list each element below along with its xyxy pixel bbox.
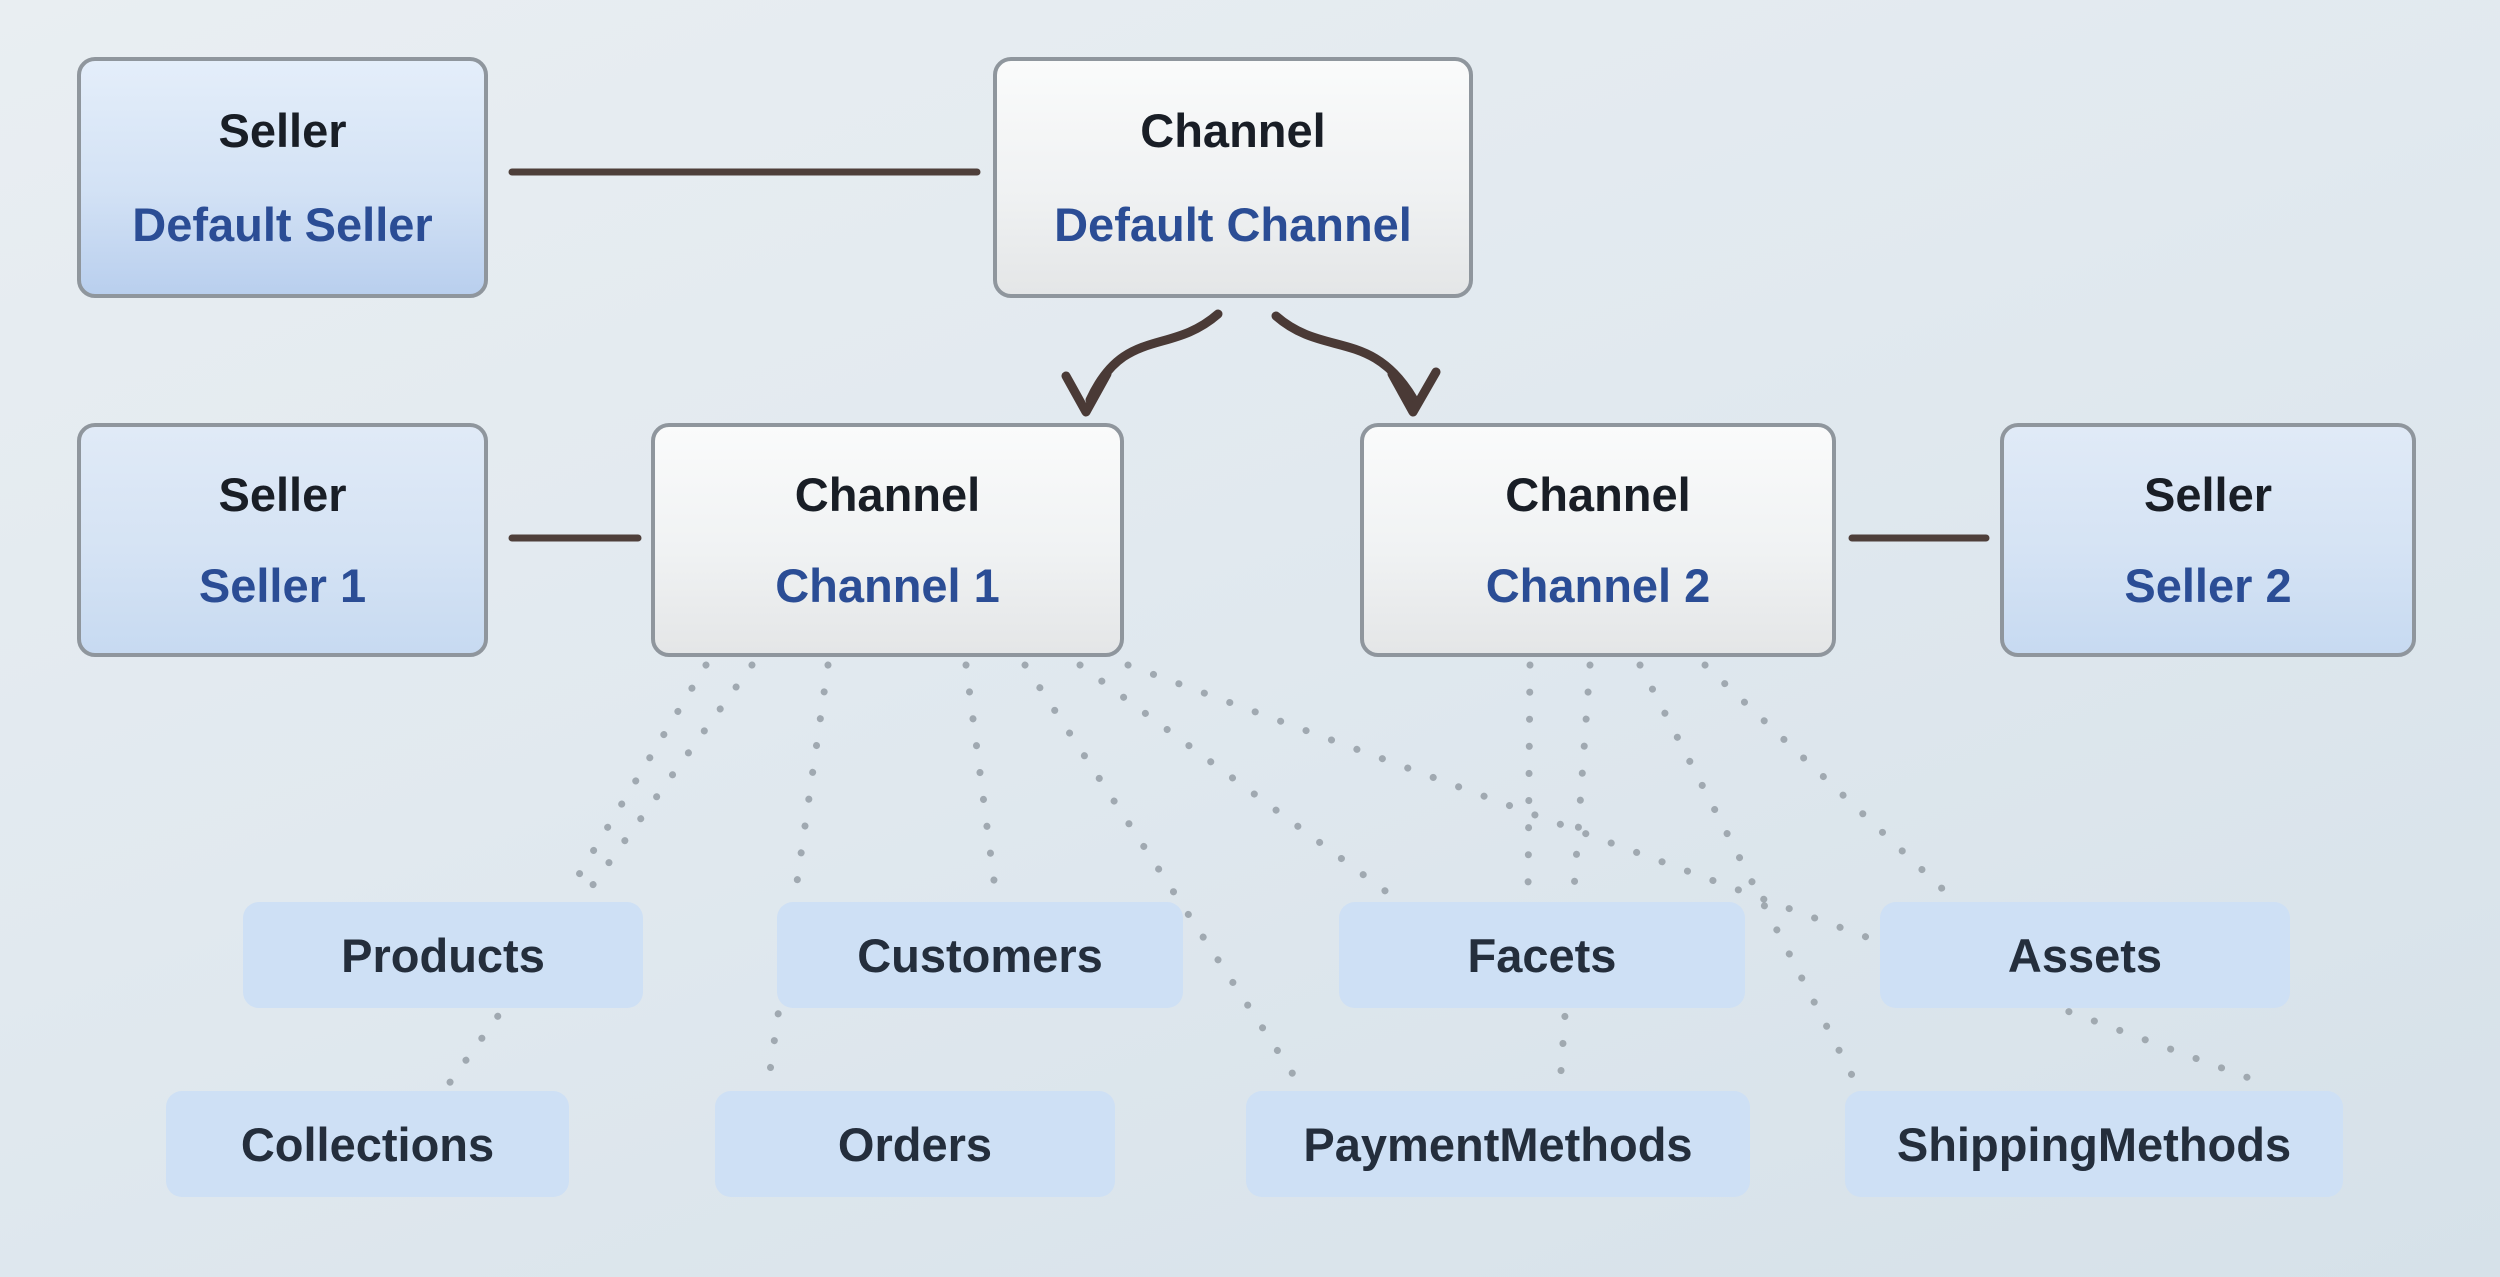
- node-name-label: Default Channel: [1054, 197, 1412, 251]
- entity-assets: Assets: [1880, 902, 2290, 1008]
- dotted-channel1-shippingmethods: [1124, 661, 2272, 1089]
- entity-products: Products: [243, 902, 643, 1008]
- entity-payment-methods: PaymentMethods: [1246, 1091, 1750, 1197]
- node-channel-1: Channel Channel 1: [651, 423, 1124, 657]
- dotted-channel1-orders: [764, 661, 832, 1089]
- node-type-label: Seller: [218, 468, 347, 521]
- node-name-label: Default Seller: [132, 197, 433, 251]
- entity-facets: Facets: [1339, 902, 1745, 1008]
- node-type-label: Seller: [2143, 468, 2273, 521]
- dotted-channel1-collections: [444, 661, 756, 1089]
- entity-customers: Customers: [777, 902, 1183, 1008]
- node-type-label: Channel: [1140, 104, 1326, 158]
- node-default-channel: Channel Default Channel: [993, 57, 1473, 298]
- entity-collections: Collections: [166, 1091, 569, 1197]
- arrow-defaultchannel-channel1: [1085, 309, 1223, 405]
- arrow-defaultchannel-channel2: [1271, 311, 1419, 405]
- dotted-channel1-paymentmethods: [1021, 661, 1304, 1089]
- arrowhead-channel1: [1061, 369, 1112, 417]
- node-default-seller: Seller Default Seller: [77, 57, 488, 298]
- dotted-channel1-products: [562, 661, 710, 900]
- node-name-label: Seller 1: [198, 559, 367, 612]
- dotted-channel1-customers: [962, 661, 1000, 900]
- arrowhead-channel2: [1387, 367, 1441, 417]
- node-name-label: Channel 1: [775, 559, 1000, 612]
- node-seller-2: Seller Seller 2: [2000, 423, 2416, 657]
- node-name-label: Channel 2: [1485, 559, 1711, 612]
- entity-shipping-methods: ShippingMethods: [1845, 1091, 2343, 1197]
- node-channel-2: Channel Channel 2: [1360, 423, 1836, 657]
- entity-orders: Orders: [715, 1091, 1115, 1197]
- node-type-label: Channel: [794, 468, 981, 521]
- node-type-label: Seller: [218, 104, 347, 158]
- dotted-channel2-paymentmethods: [1556, 661, 1594, 1089]
- dotted-channel2-assets: [1701, 661, 1954, 900]
- node-name-label: Seller 2: [2124, 559, 2292, 612]
- dotted-channel2-shippingmethods: [1636, 661, 1861, 1089]
- dotted-channel1-facets: [1076, 661, 1396, 900]
- node-seller-1: Seller Seller 1: [77, 423, 488, 657]
- dotted-channel2-facets: [1524, 661, 1534, 900]
- node-type-label: Channel: [1505, 468, 1691, 521]
